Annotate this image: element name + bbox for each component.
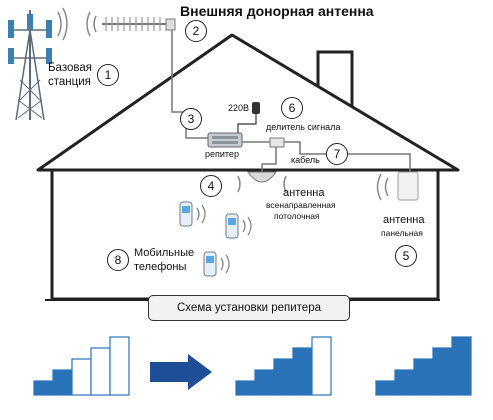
- power-label: 220В: [228, 103, 250, 113]
- omni-ceiling-antenna-icon: [237, 171, 287, 193]
- signal-bar: [109, 336, 130, 396]
- signal-bar: [235, 380, 256, 396]
- mobile-phone-icon: [225, 213, 252, 239]
- signal-bars-full: [375, 336, 472, 396]
- number-badge: 3: [180, 108, 202, 130]
- signal-bar: [90, 347, 111, 396]
- base-station-label-line1: Базовая: [48, 62, 92, 74]
- signal-bar: [33, 380, 54, 396]
- number-badge: 5: [395, 245, 417, 267]
- panel-cable: [284, 141, 411, 172]
- donor-antenna-title: Внешняя донорная антенна: [180, 3, 374, 19]
- omni-antenna-label-line2: всенаправленная: [266, 200, 336, 210]
- signal-bar: [292, 347, 313, 396]
- number-badge: 1: [97, 64, 119, 86]
- number-badge: 6: [281, 97, 303, 119]
- mobile-phone-icon: [203, 251, 230, 277]
- signal-bar: [394, 369, 415, 396]
- signal-bar: [451, 336, 472, 396]
- splitter-device-icon: [269, 137, 285, 148]
- power-plug-icon: [252, 102, 260, 114]
- signal-bar: [432, 347, 453, 396]
- number-badge: 8: [107, 249, 129, 271]
- power-cord: [237, 112, 257, 134]
- mobile-phone-icon: [179, 201, 206, 227]
- number-badge: 7: [326, 143, 348, 165]
- panel-antenna-label-line1: антенна: [383, 214, 425, 226]
- signal-bar: [375, 380, 396, 396]
- arrow-right-icon: [150, 354, 212, 390]
- splitter-label: делитель сигнала: [266, 122, 341, 132]
- donor-yagi-antenna-icon: [86, 11, 176, 37]
- omni-antenna-label-line3: потолочная: [274, 211, 320, 221]
- panel-antenna-label-line2: панельная: [381, 228, 423, 238]
- panel-antenna-icon: [376, 171, 419, 201]
- cable-label: кабель: [291, 155, 320, 165]
- signal-bar: [71, 358, 92, 396]
- signal-bars-after: [235, 336, 332, 396]
- ceiling-cable: [261, 147, 277, 172]
- number-badge: 4: [200, 175, 222, 197]
- phones-label-line2: телефоны: [134, 261, 187, 273]
- repeater-label: репитер: [205, 149, 239, 159]
- signal-bar: [413, 358, 434, 396]
- signal-bar: [52, 369, 73, 396]
- signal-bar: [273, 358, 294, 396]
- signal-bar: [311, 336, 332, 396]
- repeater-device-icon: [207, 132, 243, 148]
- base-station-tower-icon: [8, 7, 68, 121]
- signal-bar: [254, 369, 275, 396]
- signal-bars-before: [33, 336, 130, 396]
- scheme-title-banner: Схема установки репитера: [148, 295, 350, 321]
- number-badge: 2: [185, 20, 207, 42]
- phones-label-line1: Мобильные: [134, 247, 195, 259]
- base-station-label-line2: станция: [48, 76, 91, 88]
- omni-antenna-label-line1: антенна: [283, 187, 325, 199]
